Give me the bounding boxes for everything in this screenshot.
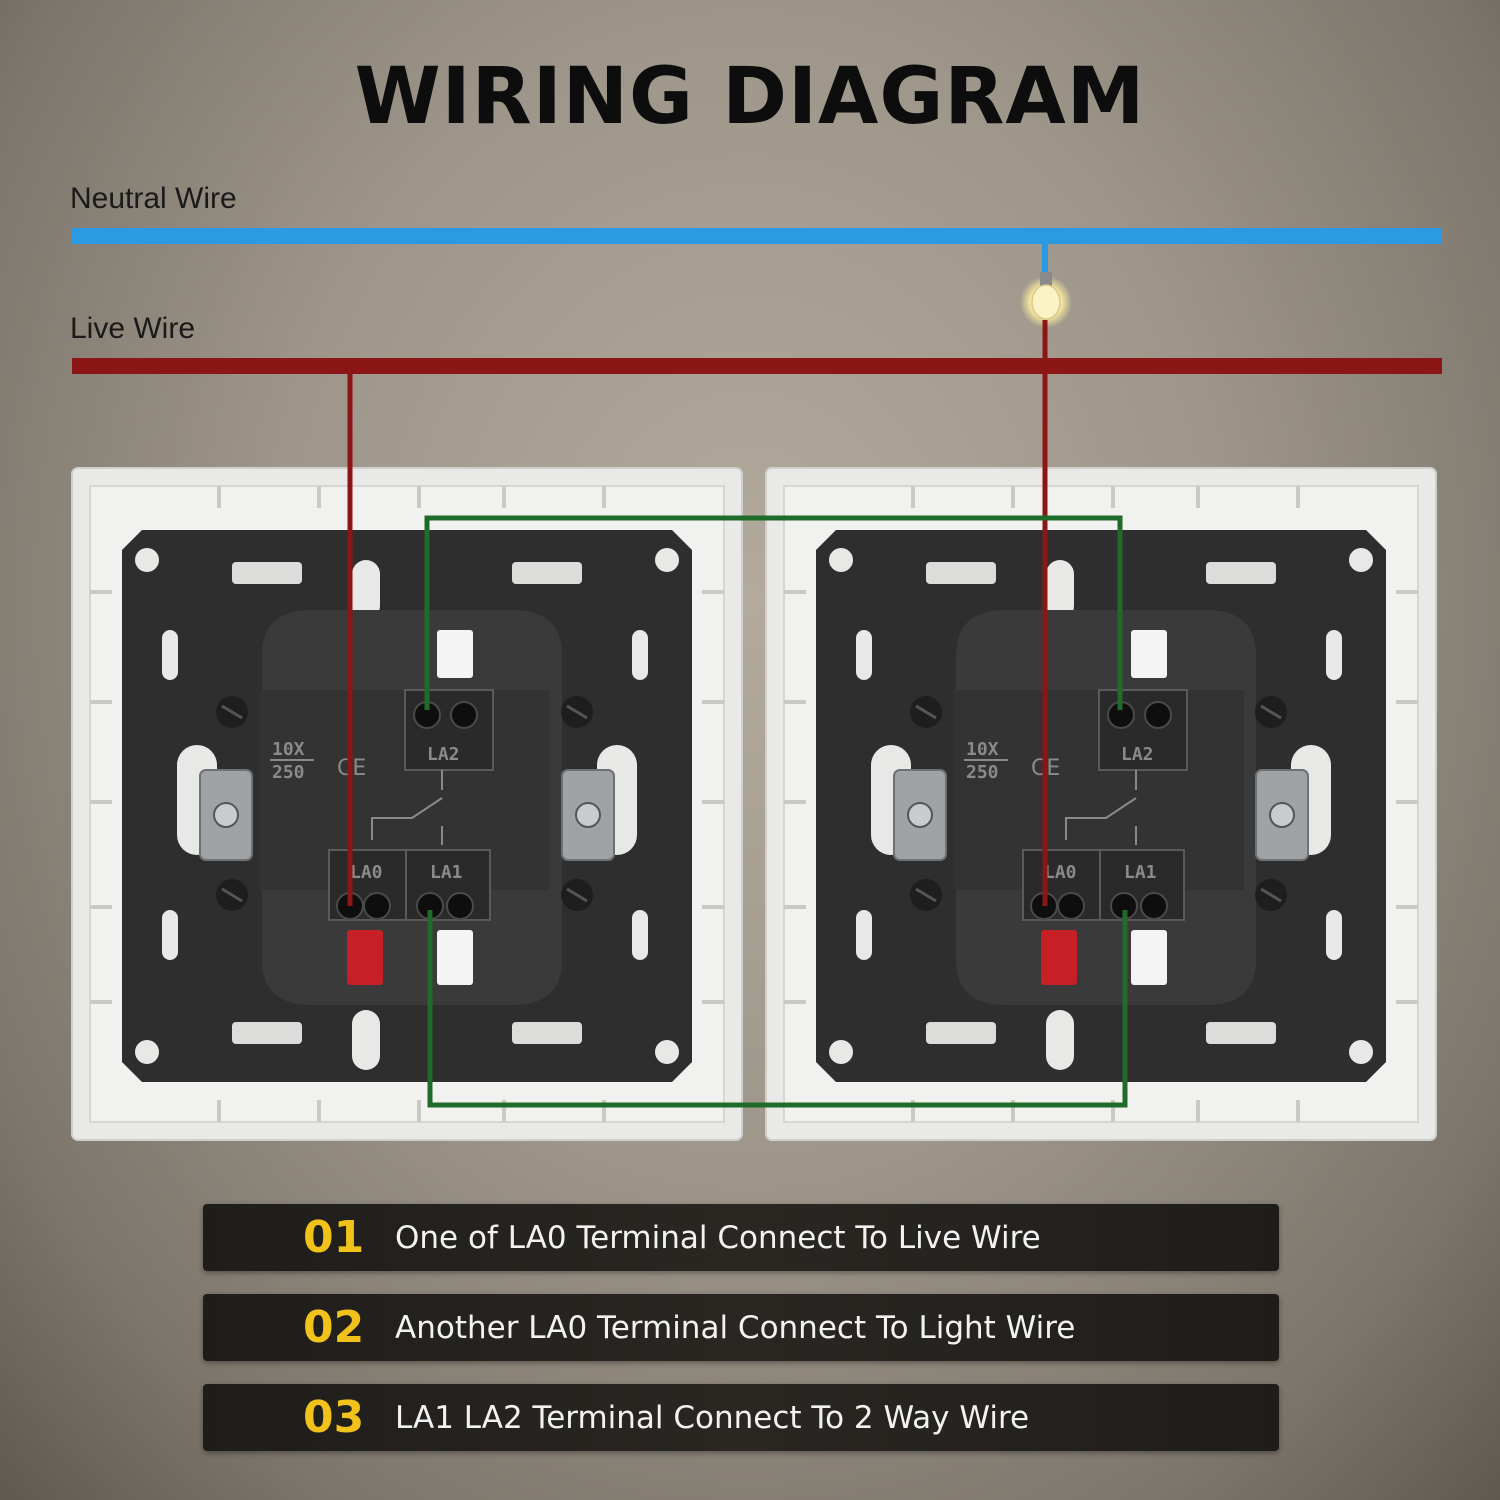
two-way-wire-la2 — [424, 515, 1123, 710]
rating-top: 10X — [966, 739, 999, 760]
step-item: 02 Another LA0 Terminal Connect To Light… — [203, 1294, 1279, 1361]
rating-bottom: 250 — [272, 762, 305, 783]
two-way-wire-la1 — [427, 910, 1128, 1108]
step-item: 01 One of LA0 Terminal Connect To Live W… — [203, 1204, 1279, 1271]
release-lever-red — [1041, 930, 1077, 985]
terminal-label-la1: LA1 — [430, 862, 463, 883]
terminal-hole — [1140, 892, 1168, 920]
light-bulb-icon — [1020, 272, 1072, 328]
terminal-hole — [446, 892, 474, 920]
terminal-hole — [1144, 701, 1172, 729]
page-title: WIRING DIAGRAM — [354, 52, 1146, 142]
instruction-steps: 01 One of LA0 Terminal Connect To Live W… — [203, 1204, 1279, 1474]
switch-plates: LA2LA0LA110X250CELA2LA0LA110X250CE — [71, 467, 1437, 1141]
neutral-wire — [72, 228, 1442, 244]
neutral-wire-label: Neutral Wire — [70, 182, 237, 215]
live-wire — [72, 358, 1442, 374]
terminal-label-la0: LA0 — [350, 862, 383, 883]
rating-top: 10X — [272, 739, 305, 760]
terminal-hole — [363, 892, 391, 920]
step-text: Another LA0 Terminal Connect To Light Wi… — [395, 1309, 1076, 1346]
step-number: 03 — [303, 1392, 365, 1443]
step-item: 03 LA1 LA2 Terminal Connect To 2 Way Wir… — [203, 1384, 1279, 1451]
release-lever — [1131, 930, 1167, 985]
step-number: 02 — [303, 1302, 365, 1353]
terminal-label-la2: LA2 — [427, 744, 460, 765]
step-number: 01 — [303, 1212, 365, 1263]
terminal-hole — [1057, 892, 1085, 920]
release-lever — [437, 630, 473, 678]
terminal-label-la2: LA2 — [1121, 744, 1154, 765]
switch-unit: LA2LA0LA110X250CE — [765, 467, 1437, 1141]
switch-unit: LA2LA0LA110X250CE — [71, 467, 743, 1141]
release-lever — [437, 930, 473, 985]
release-lever-red — [347, 930, 383, 985]
terminal-label-la1: LA1 — [1124, 862, 1157, 883]
switch-symbol — [371, 797, 443, 840]
live-wire-label: Live Wire — [70, 312, 196, 345]
rating-bottom: 250 — [966, 762, 999, 783]
step-text: One of LA0 Terminal Connect To Live Wire — [395, 1219, 1041, 1256]
switch-symbol — [1065, 797, 1137, 840]
release-lever — [1131, 630, 1167, 678]
step-text: LA1 LA2 Terminal Connect To 2 Way Wire — [395, 1399, 1030, 1436]
terminal-label-la0: LA0 — [1044, 862, 1077, 883]
terminal-hole — [450, 701, 478, 729]
